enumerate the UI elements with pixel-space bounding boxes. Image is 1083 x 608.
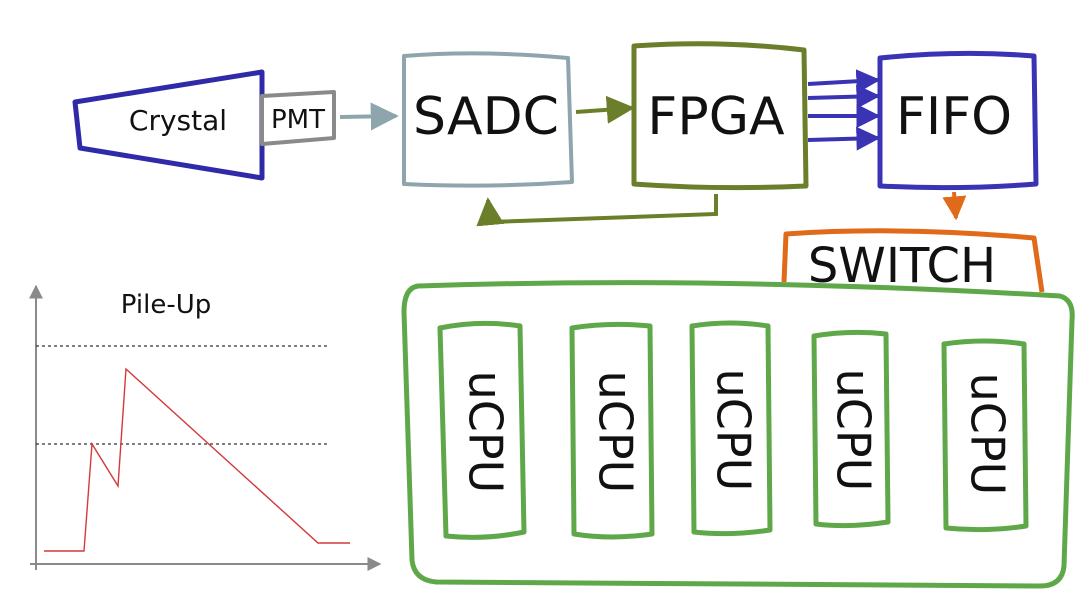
pileup-sketch: Pile-Up [29, 284, 382, 571]
sadc-block [402, 51, 574, 188]
ucpu-3: uCPU [689, 320, 773, 537]
ucpu-2: uCPU [569, 321, 655, 540]
sadc-to-fpga-arrow [575, 95, 635, 124]
ucpu-4-label: uCPU [827, 369, 881, 492]
pmt-to-sadc-arrow [339, 102, 399, 131]
fpga-to-sadc-feedback-arrow [476, 194, 718, 227]
ucpu-5: uCPU [941, 338, 1029, 533]
fifo-label: FIFO [896, 87, 1012, 147]
fpga-block [631, 41, 809, 191]
ucpu-1-label: uCPU [459, 371, 513, 494]
cpu-group [401, 280, 1075, 589]
crystal-block [72, 69, 265, 181]
pileup-signal-trace [44, 367, 350, 552]
ucpu-5-label: uCPU [961, 373, 1015, 496]
fifo-to-switch-arrow [942, 191, 967, 221]
pmt-block [260, 90, 336, 146]
sadc-label: SADC [413, 87, 559, 147]
pmt-label: PMT [271, 105, 325, 135]
fifo-block [877, 50, 1039, 191]
ucpu-3-label: uCPU [707, 369, 761, 492]
fpga-label: FPGA [647, 87, 785, 147]
ucpu-4: uCPU [811, 329, 891, 529]
crystal-label: Crystal [129, 104, 227, 137]
ucpu-1: uCPU [437, 320, 527, 540]
ucpu-2-label: uCPU [589, 371, 643, 494]
fpga-to-fifo-arrows [807, 69, 881, 151]
switch-block [781, 228, 1045, 293]
pileup-title: Pile-Up [121, 290, 211, 320]
